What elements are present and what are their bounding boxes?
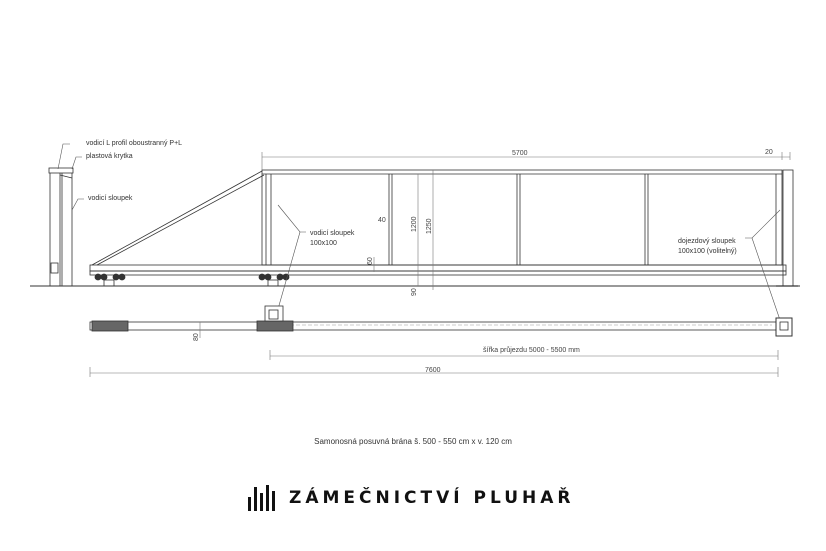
dim-verticals	[373, 170, 434, 290]
label-guide-post-main: vodicí sloupek	[310, 230, 355, 237]
dim-beam-60: 60	[367, 257, 374, 265]
dim-bottom-90: 90	[411, 288, 418, 296]
company-logo: ZÁMEČNICTVÍ PLUHAŘ	[248, 485, 574, 511]
label-plastic-cover: plastová krytka	[86, 153, 133, 160]
gate-frame	[261, 169, 783, 266]
dim-end-offset: 20	[765, 149, 773, 156]
label-guide-post: vodicí sloupek	[88, 195, 133, 202]
leader-end-post	[745, 209, 781, 239]
drawing-caption: Samonosná posuvná brána š. 500 - 550 cm …	[314, 437, 512, 446]
dim-height-1200: 1200	[411, 216, 418, 232]
dim-height-1250: 1250	[426, 218, 433, 234]
leader-guide-profile	[57, 143, 70, 170]
leader-guide-post-main	[277, 204, 306, 233]
dim-5700	[261, 152, 791, 170]
company-name: ZÁMEČNICTVÍ PLUHAŘ	[289, 488, 575, 508]
label-end-post-size: 100x100 (volitelný)	[678, 248, 737, 255]
left-guide-post	[48, 167, 74, 287]
label-guide-profile: vodicí L profil oboustranný P+L	[86, 140, 183, 147]
label-end-post: dojezdový sloupek	[678, 238, 736, 245]
dim-gate-length: 5700	[512, 150, 528, 157]
leader-plastic-cover	[71, 156, 82, 170]
logo-bars-icon	[248, 485, 275, 511]
roller-carriage-left	[94, 273, 126, 287]
plan-view	[89, 305, 793, 337]
dim-total-length: 7600	[425, 367, 441, 374]
dim-plan-80: 80	[193, 333, 200, 341]
gate-bottom-beam	[89, 264, 787, 276]
roller-carriage-right	[258, 273, 290, 287]
end-post	[776, 169, 798, 287]
dim-passage-width: šířka průjezdu 5000 - 5500 mm	[483, 347, 580, 354]
dim-plan	[89, 322, 779, 377]
leader-guide-post	[71, 198, 84, 211]
tail-diagonal	[91, 170, 263, 266]
label-guide-post-size: 100x100	[310, 240, 337, 247]
dim-profile-40: 40	[378, 217, 386, 224]
